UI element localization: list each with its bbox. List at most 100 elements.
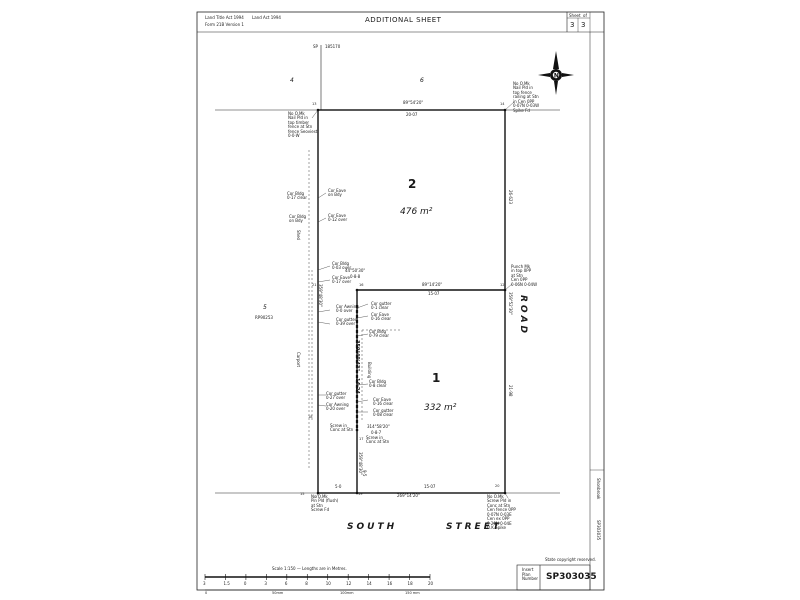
parcel-boundary xyxy=(317,109,506,494)
scale-tick-label: 16 xyxy=(387,581,393,586)
annotation-line: Cor gutter xyxy=(371,301,392,306)
annotation-line: 0·06N 0·04W xyxy=(511,281,538,287)
annotation-line: 0·12 over xyxy=(328,217,348,223)
annotation-line: Cor Eave xyxy=(328,188,346,193)
lot-5-label: 5 xyxy=(263,304,267,311)
bearing-east-lower: 21·98 xyxy=(508,385,513,397)
station-label: 16 xyxy=(359,283,364,287)
annotation-line: on Bdy xyxy=(328,192,342,198)
bearing-inner-lower-distance: 9·5 xyxy=(362,470,367,477)
bearing-bottom-left-distance: 5·0 xyxy=(335,484,342,489)
scale-tick-label: 12 xyxy=(346,581,352,586)
annotation-line: Conc at Stn xyxy=(366,439,390,445)
sp-label: SP xyxy=(313,44,318,49)
mm-label: 50mm xyxy=(272,591,284,595)
lot-2-area: 476 m² xyxy=(400,207,433,217)
corner-bearing: 44°50'30" xyxy=(345,268,366,273)
lot-5-plan: RP90253 xyxy=(255,315,273,320)
bearing-mid: 89°14'20" xyxy=(422,282,443,287)
annotation-line: Cen 0PP xyxy=(511,277,528,283)
bearing-east-mid: 359°52'30" xyxy=(508,292,513,315)
scale-tick-label: 3 xyxy=(203,581,206,586)
annotation-line: Cor Eave xyxy=(373,397,391,402)
act-line-1: Land Title Act 1994 xyxy=(205,15,244,20)
bearing-west: 359°48'30" xyxy=(318,284,323,307)
mm-label: 100mm xyxy=(340,591,354,595)
annotation-line: 0·79 clear xyxy=(369,333,390,339)
station-label: 18 xyxy=(308,415,313,419)
bearing-top-distance: 20·07 xyxy=(406,112,418,117)
station-label: 15 xyxy=(300,492,305,496)
station-label: 20 xyxy=(495,484,500,488)
annotation-line: Cor gutter xyxy=(336,317,357,322)
sheet-total: 3 xyxy=(581,21,586,29)
sheet-title: ADDITIONAL SHEET xyxy=(365,16,442,24)
scale-tick-label: 3 xyxy=(264,581,267,586)
scale-tick-label: 18 xyxy=(407,581,413,586)
annotation-line: Cor Eave xyxy=(332,275,350,280)
annotation-line: Conc at Stn xyxy=(330,427,354,433)
plan-number: SP303035 xyxy=(546,572,597,582)
scale-tick-label: 6 xyxy=(284,581,288,586)
corner-low-distance: 0·8·7 xyxy=(371,430,382,435)
annotation-line: at Stn xyxy=(311,502,323,508)
annotation-line: Screw in xyxy=(330,423,347,428)
annotation-line: Conc at Stn xyxy=(487,502,511,508)
station-label: 19 xyxy=(358,492,363,496)
lot-2-number: 2 xyxy=(408,177,417,191)
north-arrow-icon: N xyxy=(538,51,574,95)
annotation-line: 0·07N 0·03W xyxy=(513,103,540,109)
annotation-line: 0·07N 0·03E xyxy=(487,511,512,517)
lot-6-label: 6 xyxy=(420,77,424,84)
lot-1-number: 1 xyxy=(432,371,441,385)
annotation-line: No O.Mk xyxy=(311,494,328,499)
scale-tick-label: 10 xyxy=(325,581,331,586)
annotation-line: in Cen 0PP xyxy=(513,98,535,104)
scale-tick-label: 8 xyxy=(305,581,308,586)
annotation-line: in top 0PP xyxy=(511,268,532,274)
annotation-line: 0·8 clear xyxy=(369,383,387,389)
bearing-inner-west: 359°49'43" xyxy=(354,340,360,371)
annotation-line: Cen fence 0PP xyxy=(487,507,516,513)
annotation-line: Screw in xyxy=(366,435,383,440)
sheet-of-label: of xyxy=(583,13,587,18)
annotation-line: O.K Spike xyxy=(487,525,506,531)
annotation-line: Cor Bldg xyxy=(332,261,350,266)
carport-label: Carport xyxy=(296,352,301,368)
copyright-text: State copyright reserved. xyxy=(545,557,596,562)
annotation-line: on Bdy xyxy=(289,218,303,224)
station-label: 14 xyxy=(500,102,505,106)
station-label: 13 xyxy=(312,102,317,106)
annotation-line: Cen ex 0PP xyxy=(487,516,510,522)
station-label: 12 xyxy=(500,283,505,287)
annotation-line: Cor Awning xyxy=(326,402,349,407)
bearing-bottom-distance: 15·07 xyxy=(424,484,436,489)
annotation-line: top fence xyxy=(513,89,532,95)
annotation-line: 0·20 over xyxy=(326,406,346,412)
annotation-line: Pin Pld (flush) xyxy=(311,498,339,504)
annotation-line: 0·0·W xyxy=(288,133,300,139)
scale-bar xyxy=(205,576,430,591)
annotation-line: Screw Fd xyxy=(311,507,330,513)
side-stamp: Shonbrook xyxy=(596,478,601,500)
annotation-line: 0·16 clear xyxy=(371,316,392,322)
sp-number: 185170 xyxy=(325,44,341,49)
annotation-line: Cor gutter xyxy=(373,408,394,413)
annotation-line: Nail Pld in xyxy=(513,85,533,91)
street-label-street: STREET xyxy=(446,522,502,532)
building-label: Building xyxy=(367,362,372,379)
mm-label: 0 xyxy=(205,591,208,595)
